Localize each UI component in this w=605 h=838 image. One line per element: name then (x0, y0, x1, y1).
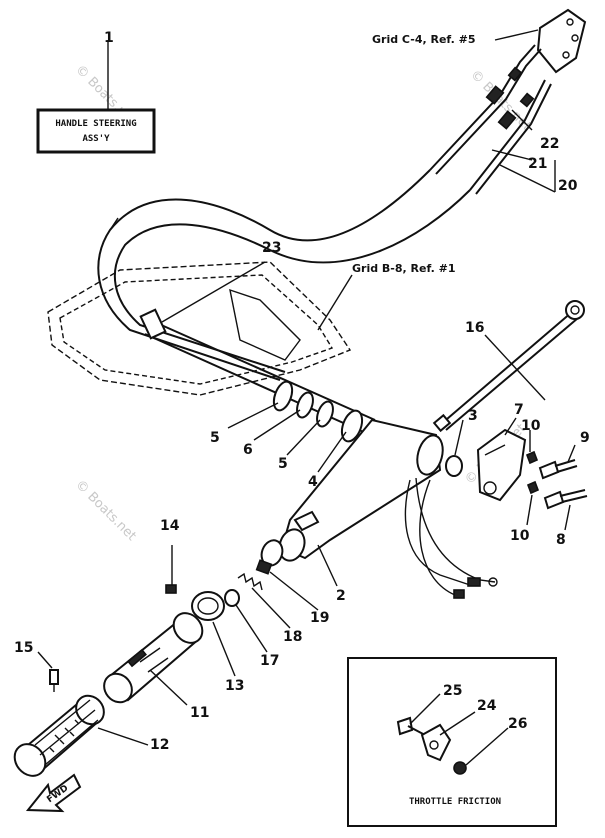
part-number-13: 13 (225, 678, 244, 694)
part-number-22: 22 (540, 136, 559, 152)
part-number-20: 20 (558, 178, 578, 194)
part-number-7: 7 (514, 402, 524, 418)
shift-rod (432, 300, 585, 433)
part-number-12: 12 (150, 737, 169, 753)
screw-14 (165, 545, 177, 594)
bolts-and-nuts (525, 450, 588, 510)
part-number-24: 24 (477, 698, 497, 714)
part-number-25: 25 (443, 683, 462, 699)
friction-plate (476, 428, 527, 502)
part-numbers: 1 2 3 4 5 5 6 7 8 9 10 10 11 12 13 14 15… (14, 30, 590, 753)
part-number-2: 2 (336, 588, 346, 604)
throttle-cables (429, 44, 552, 195)
part-number-23: 23 (262, 240, 281, 256)
assy-box-line-1: HANDLE STEERING (55, 119, 136, 129)
throttle-friction-label: THROTTLE FRICTION (409, 797, 501, 807)
part-number-4: 4 (308, 474, 318, 490)
bracket-plate (536, 8, 587, 74)
part-number-6: 6 (243, 442, 253, 458)
throttle-grip (13, 694, 105, 777)
ring-13 (191, 591, 225, 621)
part-number-5b: 5 (278, 456, 288, 472)
part-number-26: 26 (508, 716, 527, 732)
grid-c4-reference: Grid C-4, Ref. #5 (372, 33, 475, 46)
washer-3 (445, 455, 463, 477)
throttle-friction-inset: THROTTLE FRICTION (347, 657, 557, 827)
part-number-8: 8 (556, 532, 566, 548)
part-number-16: 16 (465, 320, 484, 336)
fwd-arrow: FWD (25, 773, 82, 813)
handle-steering-assy-box: HANDLE STEERING ASS'Y (36, 40, 156, 154)
part-number-14: 14 (160, 518, 180, 534)
assy-box-line-2: ASS'Y (82, 134, 110, 144)
part-number-17: 17 (260, 653, 279, 669)
washers (272, 380, 364, 443)
steering-handle-body (260, 418, 444, 567)
part-number-15: 15 (14, 640, 33, 656)
part-number-10b: 10 (510, 528, 530, 544)
part-number-3: 3 (468, 408, 478, 424)
leader-lines (37, 109, 576, 766)
screw-15 (49, 669, 59, 692)
part-number-5a: 5 (210, 430, 220, 446)
cable-loop (97, 169, 471, 381)
handle-inner-cables (404, 477, 498, 599)
part-number-10a: 10 (521, 418, 541, 434)
part-number-21: 21 (528, 156, 547, 172)
watermark-3: © Boats.net (72, 477, 139, 544)
part-number-9: 9 (580, 430, 590, 446)
spring-and-collars (224, 559, 273, 607)
engine-outline (47, 261, 352, 396)
throttle-shaft (103, 612, 204, 704)
part-number-18: 18 (283, 629, 302, 645)
part-number-11: 11 (190, 705, 209, 721)
part-number-19: 19 (310, 610, 329, 626)
grid-b8-reference: Grid B-8, Ref. #1 (352, 262, 456, 275)
part-number-1: 1 (104, 30, 114, 46)
